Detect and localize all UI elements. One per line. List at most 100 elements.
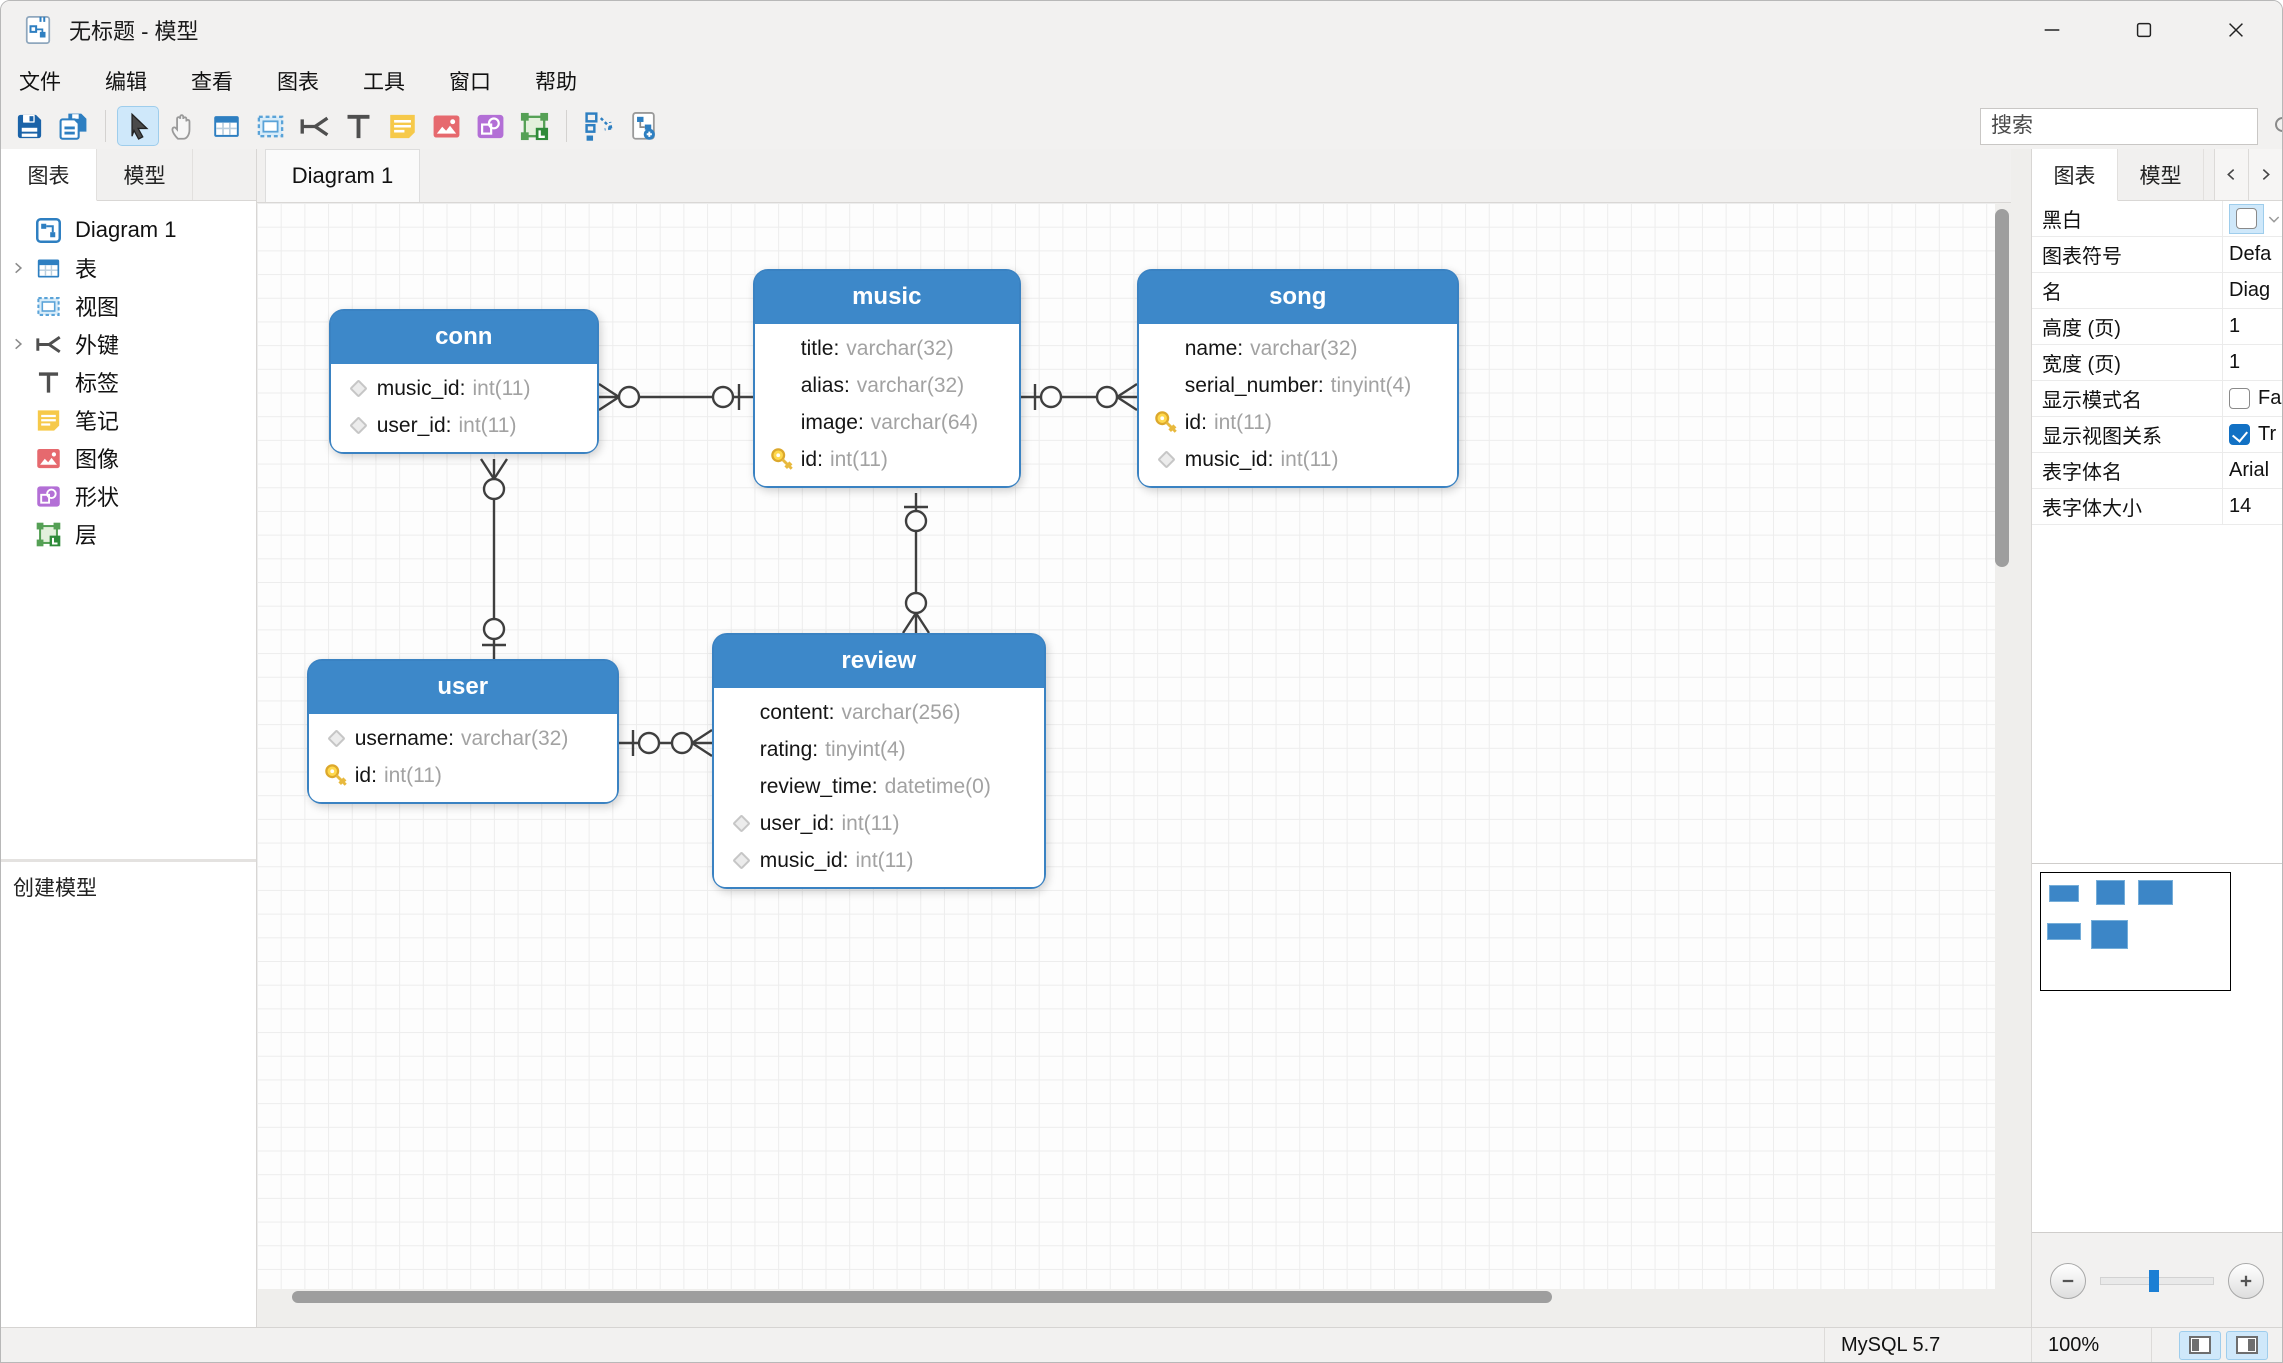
tree-item-2[interactable]: 视图 [1,287,256,325]
zoom-out-button[interactable] [2050,1263,2086,1299]
menu-item-3[interactable]: 图表 [277,71,319,94]
minimize-button[interactable] [2006,1,2098,59]
toggle-left-panel-button[interactable] [2179,1330,2221,1360]
menu-item-0[interactable]: 文件 [19,71,61,94]
property-value[interactable]: 14 [2222,489,2282,524]
entity-header[interactable]: review [713,635,1044,688]
entity-field[interactable]: aliasvarchar(32) [755,367,1019,404]
entity-field[interactable]: usernamevarchar(32) [309,720,617,757]
diagram-tab[interactable]: Diagram 1 [264,149,421,202]
right-panel-tab-1[interactable]: 模型 [2118,149,2204,200]
image-button[interactable] [425,106,467,146]
tree-item-7[interactable]: 形状 [1,477,256,515]
checkbox[interactable] [2229,388,2250,409]
shape-button[interactable] [469,106,511,146]
zoom-in-button[interactable] [2228,1263,2264,1299]
relationship-conn-user[interactable] [479,458,508,659]
menu-item-2[interactable]: 查看 [191,71,233,94]
entity-field[interactable]: music_idint(11) [1139,441,1457,478]
horizontal-scrollbar-thumb[interactable] [291,1291,1552,1303]
tree-item-4[interactable]: 标签 [1,363,256,401]
maximize-button[interactable] [2098,1,2190,59]
save-as-button[interactable] [52,106,94,146]
relationship-music-review[interactable] [901,493,930,634]
relationship-conn-music[interactable] [598,382,753,412]
tree-item-3[interactable]: 外键 [1,325,256,363]
property-value[interactable]: Tr [2222,417,2282,452]
chevron-down-icon[interactable] [2266,211,2282,227]
property-value[interactable]: 1 [2222,345,2282,380]
property-value[interactable] [2222,201,2282,236]
table-button[interactable] [205,106,247,146]
zoom-slider[interactable] [2100,1270,2214,1292]
entity-header[interactable]: music [754,271,1019,324]
vertical-scrollbar-thumb[interactable] [1995,209,2010,567]
view-button[interactable] [249,106,291,146]
property-value[interactable]: Fa [2222,381,2282,416]
entity-field[interactable]: imagevarchar(64) [755,404,1019,441]
toggle-right-panel-button[interactable] [2226,1330,2268,1360]
entity-field[interactable]: idint(11) [755,441,1019,478]
layer-button[interactable] [513,106,555,146]
overview-viewport-rect[interactable] [2040,872,2231,991]
entity-conn[interactable]: conn music_idint(11)user_idint(11) [328,309,599,454]
entity-field[interactable]: music_idint(11) [331,370,597,407]
auto-layout-button[interactable] [578,106,620,146]
vertical-scrollbar[interactable] [1993,203,2011,1289]
entity-header[interactable]: song [1138,271,1457,324]
entity-field[interactable]: ratingtinyint(4) [714,731,1044,768]
entity-field[interactable]: idint(11) [1139,404,1457,441]
model-conversion-button[interactable] [622,106,664,146]
horizontal-scrollbar[interactable] [257,1289,1995,1305]
entity-field[interactable]: user_idint(11) [714,805,1044,842]
left-panel-tab-1[interactable]: 模型 [97,149,193,200]
pointer-button[interactable] [117,106,159,146]
entity-header[interactable]: conn [330,311,597,364]
entity-music[interactable]: music titlevarchar(32)aliasvarchar(32)ima… [752,269,1021,488]
menu-item-5[interactable]: 窗口 [449,71,491,94]
entity-field[interactable]: idint(11) [309,757,617,794]
entity-review[interactable]: review contentvarchar(256)ratingtinyint(4… [711,633,1046,889]
zoom-slider-thumb[interactable] [2149,1270,2160,1292]
left-panel-tab-0[interactable]: 图表 [1,149,97,201]
entity-header[interactable]: user [308,661,617,714]
expand-chevron-icon[interactable] [1,337,35,351]
panel-splitter[interactable] [2011,149,2031,1329]
tab-scroll-right-button[interactable] [2248,149,2282,200]
tree-item-6[interactable]: 图像 [1,439,256,477]
checkbox[interactable] [2236,208,2257,229]
save-button[interactable] [8,106,50,146]
menu-item-6[interactable]: 帮助 [535,71,577,94]
tree-item-8[interactable]: 层 [1,515,256,553]
relationship-user-review[interactable] [618,728,713,758]
menu-item-4[interactable]: 工具 [363,71,405,94]
entity-field[interactable]: music_idint(11) [714,842,1044,879]
entity-field[interactable]: titlevarchar(32) [755,330,1019,367]
entity-song[interactable]: song namevarchar(32)serial_numbertinyint(… [1136,269,1459,488]
entity-field[interactable]: contentvarchar(256) [714,694,1044,731]
foreign-key-button[interactable] [293,106,335,146]
search-input[interactable] [1981,114,2272,138]
property-value[interactable]: 1 [2222,309,2282,344]
property-value[interactable]: Defa [2222,237,2282,272]
property-value[interactable]: Diag [2222,273,2282,308]
entity-field[interactable]: review_timedatetime(0) [714,768,1044,805]
entity-field[interactable]: user_idint(11) [331,407,597,444]
menu-item-1[interactable]: 编辑 [105,71,147,94]
tree-item-1[interactable]: 表 [1,249,256,287]
tab-scroll-left-button[interactable] [2214,149,2248,200]
entity-field[interactable]: serial_numbertinyint(4) [1139,367,1457,404]
entity-user[interactable]: user usernamevarchar(32)idint(11) [306,659,619,804]
tree-item-0[interactable]: Diagram 1 [1,211,256,249]
entity-field[interactable]: namevarchar(32) [1139,330,1457,367]
tree-item-5[interactable]: 笔记 [1,401,256,439]
property-value[interactable]: Arial [2222,453,2282,488]
expand-chevron-icon[interactable] [1,261,35,275]
diagram-canvas[interactable]: connmusic_idint(11)user_idint(11)musicti… [256,203,1995,1289]
relationship-music-song[interactable] [1020,382,1138,412]
label-button[interactable] [337,106,379,146]
checkbox[interactable] [2229,424,2250,445]
hand-button[interactable] [161,106,203,146]
right-panel-tab-0[interactable]: 图表 [2032,149,2118,201]
note-button[interactable] [381,106,423,146]
